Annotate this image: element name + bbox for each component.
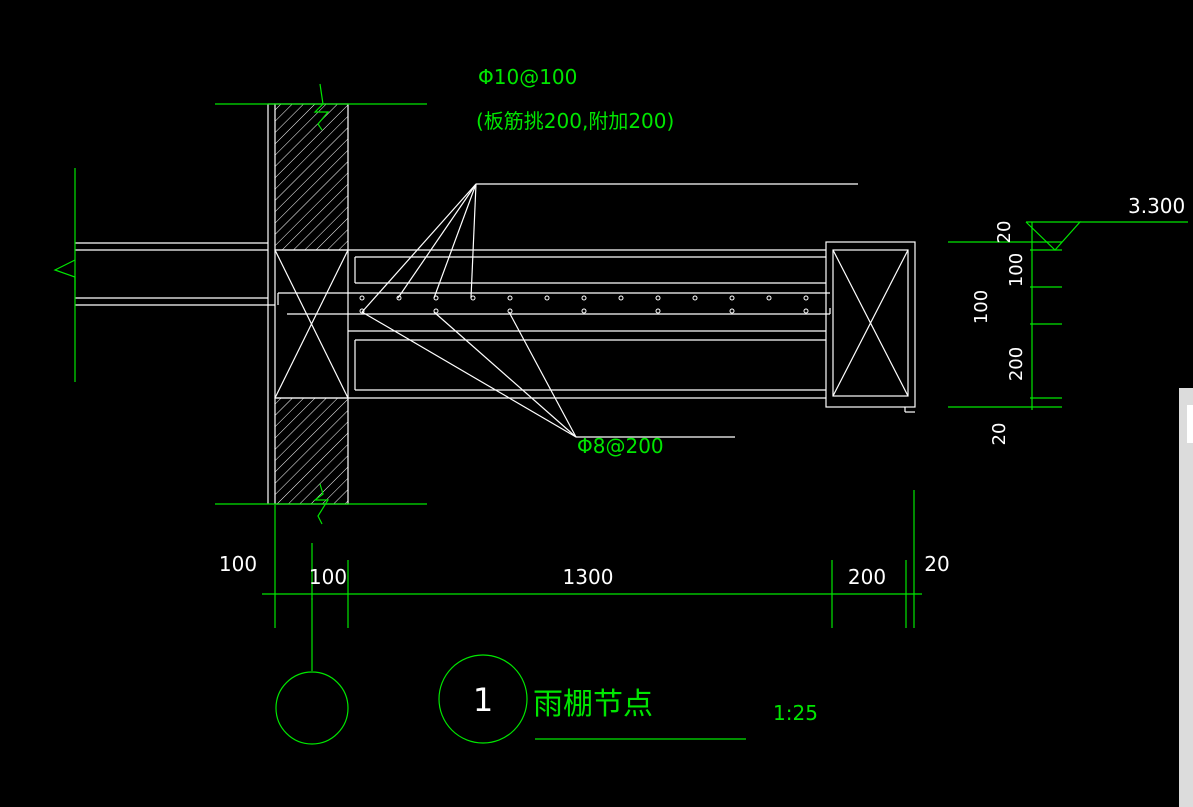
scrollbar-thumb[interactable] bbox=[1187, 405, 1193, 443]
rebars bbox=[277, 292, 831, 315]
rebar-dot bbox=[729, 295, 735, 301]
bottom-dim-100-left: 100 bbox=[219, 552, 257, 576]
bottom-dim-20: 20 bbox=[924, 552, 949, 576]
slab-outline bbox=[75, 241, 916, 413]
rebar-dot bbox=[507, 295, 513, 301]
detail-scale: 1:25 bbox=[773, 701, 818, 725]
detail-number: 1 bbox=[473, 681, 493, 719]
rebar-dot bbox=[803, 308, 809, 314]
right-dim-20-top: 20 bbox=[994, 221, 1015, 244]
wall bbox=[267, 103, 349, 505]
right-dim-100-a: 100 bbox=[1006, 253, 1027, 287]
bottom-rebar-label: Φ8@200 bbox=[577, 434, 664, 458]
rebar-dot bbox=[655, 308, 661, 314]
bottom-dim-100: 100 bbox=[309, 565, 347, 589]
right-dim-200: 200 bbox=[1006, 347, 1027, 381]
rebar-dot bbox=[544, 295, 550, 301]
annotation-lines bbox=[53, 83, 1188, 745]
bottom-dim-1300: 1300 bbox=[563, 565, 614, 589]
leader-lines bbox=[361, 183, 858, 438]
rebar-dot bbox=[655, 295, 661, 301]
rebar-dot bbox=[581, 295, 587, 301]
rebar-dot bbox=[618, 295, 624, 301]
rebar-dot bbox=[729, 308, 735, 314]
vertical-scrollbar[interactable] bbox=[1179, 388, 1193, 807]
top-rebar-label: Φ10@100 bbox=[478, 65, 577, 89]
rebar-dot bbox=[581, 308, 587, 314]
rebar-dot bbox=[692, 295, 698, 301]
rebar-dot bbox=[803, 295, 809, 301]
rebar-dot bbox=[766, 295, 772, 301]
elevation-value: 3.300 bbox=[1128, 194, 1185, 218]
detail-title: 雨棚节点 bbox=[533, 687, 653, 722]
rebar-dot bbox=[359, 308, 365, 314]
right-dim-100-b: 100 bbox=[971, 290, 992, 324]
rebar-dot bbox=[359, 295, 365, 301]
bottom-dim-200: 200 bbox=[848, 565, 886, 589]
right-dim-20-bottom: 20 bbox=[989, 423, 1010, 446]
top-rebar-note: (板筋挑200,附加200) bbox=[476, 109, 674, 133]
